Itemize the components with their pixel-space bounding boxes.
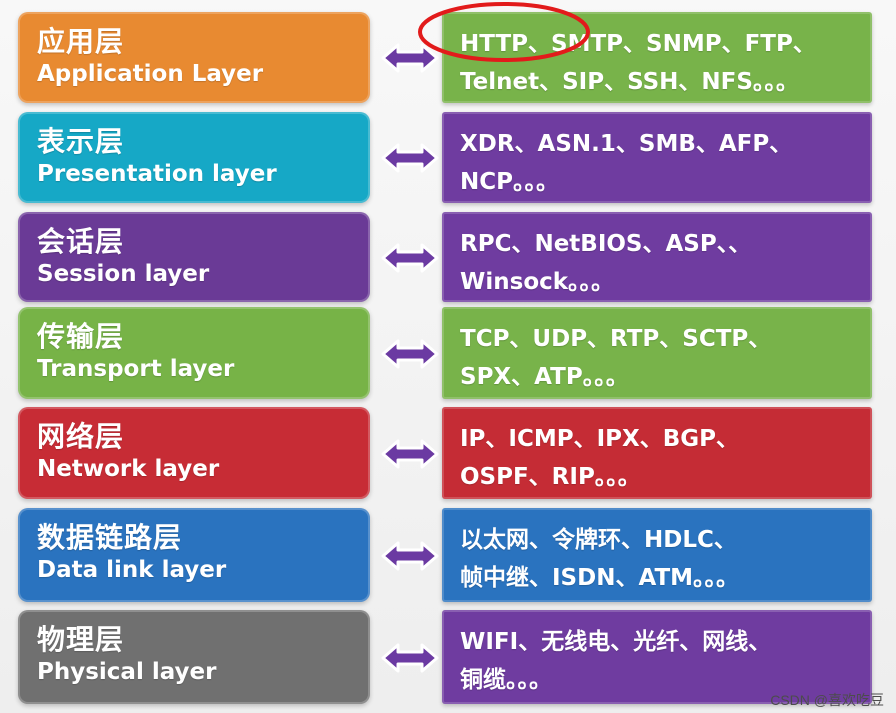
layer-english-name: Session layer xyxy=(37,261,210,287)
protocol-list-line: RPC、NetBIOS、ASP、、 xyxy=(460,231,752,257)
layer-name-box: 网络层 Network layer xyxy=(18,407,370,499)
layer-chinese-name: 应用层 xyxy=(37,25,125,58)
protocol-list-line: Winsock。。。 xyxy=(460,269,615,295)
layer-chinese-name: 表示层 xyxy=(37,125,125,158)
layer-name-box: 应用层 Application Layer xyxy=(18,12,370,103)
layer-row: 会话层 Session layer RPC、NetBIOS、ASP、、 Winsock… xyxy=(0,212,896,303)
layer-name-box: 数据链路层 Data link layer xyxy=(18,508,370,602)
protocol-box: TCP、UDP、RTP、SCTP、 SPX、ATP。。。 xyxy=(442,307,872,399)
layer-english-name: Application Layer xyxy=(37,61,264,87)
layer-row: 网络层 Network layer IP、ICMP、IPX、BGP、 OSPF、RIP… xyxy=(0,407,896,500)
layer-english-name: Data link layer xyxy=(37,557,227,583)
layer-row: 应用层 Application Layer HTTP、SMTP、SNMP、FTP、 T… xyxy=(0,12,896,104)
protocol-box: 以太网、令牌环、HDLC、帧中继、ISDN、ATM。。。 xyxy=(442,508,872,602)
protocol-list-line: 铜缆。。。 xyxy=(460,667,552,693)
protocol-list-line: Telnet、SIP、SSH、NFS。。。 xyxy=(460,69,799,95)
protocol-list-line: 以太网、令牌环、HDLC、 xyxy=(460,527,737,553)
protocol-box: RPC、NetBIOS、ASP、、 Winsock。。。 xyxy=(442,212,872,302)
layer-name-box: 物理层 Physical layer xyxy=(18,610,370,704)
protocol-box: WIFI、无线电、光纤、网线、铜缆。。。 xyxy=(442,610,872,704)
double-headed-arrow-icon xyxy=(381,37,439,79)
double-headed-arrow-icon xyxy=(381,433,439,475)
protocol-box: IP、ICMP、IPX、BGP、 OSPF、RIP。。。 xyxy=(442,407,872,499)
layer-row: 传输层 Transport layer TCP、UDP、RTP、SCTP、 SPX、A… xyxy=(0,307,896,400)
layer-english-name: Presentation layer xyxy=(37,161,277,187)
highlight-ellipse xyxy=(418,2,590,62)
layer-row: 数据链路层 Data link layer 以太网、令牌环、HDLC、帧中继、ISD… xyxy=(0,508,896,603)
double-headed-arrow-icon xyxy=(381,237,439,279)
layer-row: 表示层 Presentation layer XDR、ASN.1、SMB、AFP、 N… xyxy=(0,112,896,204)
double-headed-arrow-icon xyxy=(381,137,439,179)
layer-chinese-name: 物理层 xyxy=(37,623,125,656)
layer-row: 物理层 Physical layer WIFI、无线电、光纤、网线、铜缆。。。 xyxy=(0,610,896,705)
layer-english-name: Transport layer xyxy=(37,356,235,382)
protocol-list-line: IP、ICMP、IPX、BGP、 xyxy=(460,426,740,452)
protocol-list-line: OSPF、RIP。。。 xyxy=(460,464,641,490)
layer-name-box: 传输层 Transport layer xyxy=(18,307,370,399)
layer-chinese-name: 传输层 xyxy=(37,320,125,353)
protocol-list-line: WIFI、无线电、光纤、网线、 xyxy=(460,629,772,655)
protocol-box: HTTP、SMTP、SNMP、FTP、 Telnet、SIP、SSH、NFS。。。 xyxy=(442,12,872,103)
layer-chinese-name: 网络层 xyxy=(37,420,125,453)
layer-name-box: 会话层 Session layer xyxy=(18,212,370,302)
layer-english-name: Network layer xyxy=(37,456,220,482)
layer-chinese-name: 会话层 xyxy=(37,225,125,258)
double-headed-arrow-icon xyxy=(381,333,439,375)
double-headed-arrow-icon xyxy=(381,637,439,679)
protocol-list-line: SPX、ATP。。。 xyxy=(460,364,629,390)
layer-name-box: 表示层 Presentation layer xyxy=(18,112,370,203)
protocol-list-line: TCP、UDP、RTP、SCTP、 xyxy=(460,326,772,352)
layer-chinese-name: 数据链路层 xyxy=(37,521,183,554)
protocol-list-line: HTTP、SMTP、SNMP、FTP、 xyxy=(460,31,816,57)
protocol-list-line: NCP。。。 xyxy=(460,169,559,195)
protocol-box: XDR、ASN.1、SMB、AFP、 NCP。。。 xyxy=(442,112,872,203)
double-headed-arrow-icon xyxy=(381,535,439,577)
protocol-list-line: XDR、ASN.1、SMB、AFP、 xyxy=(460,131,793,157)
layer-english-name: Physical layer xyxy=(37,659,217,685)
protocol-list-line: 帧中继、ISDN、ATM。。。 xyxy=(460,565,740,591)
watermark: CSDN @喜欢吃豆 xyxy=(770,692,884,708)
